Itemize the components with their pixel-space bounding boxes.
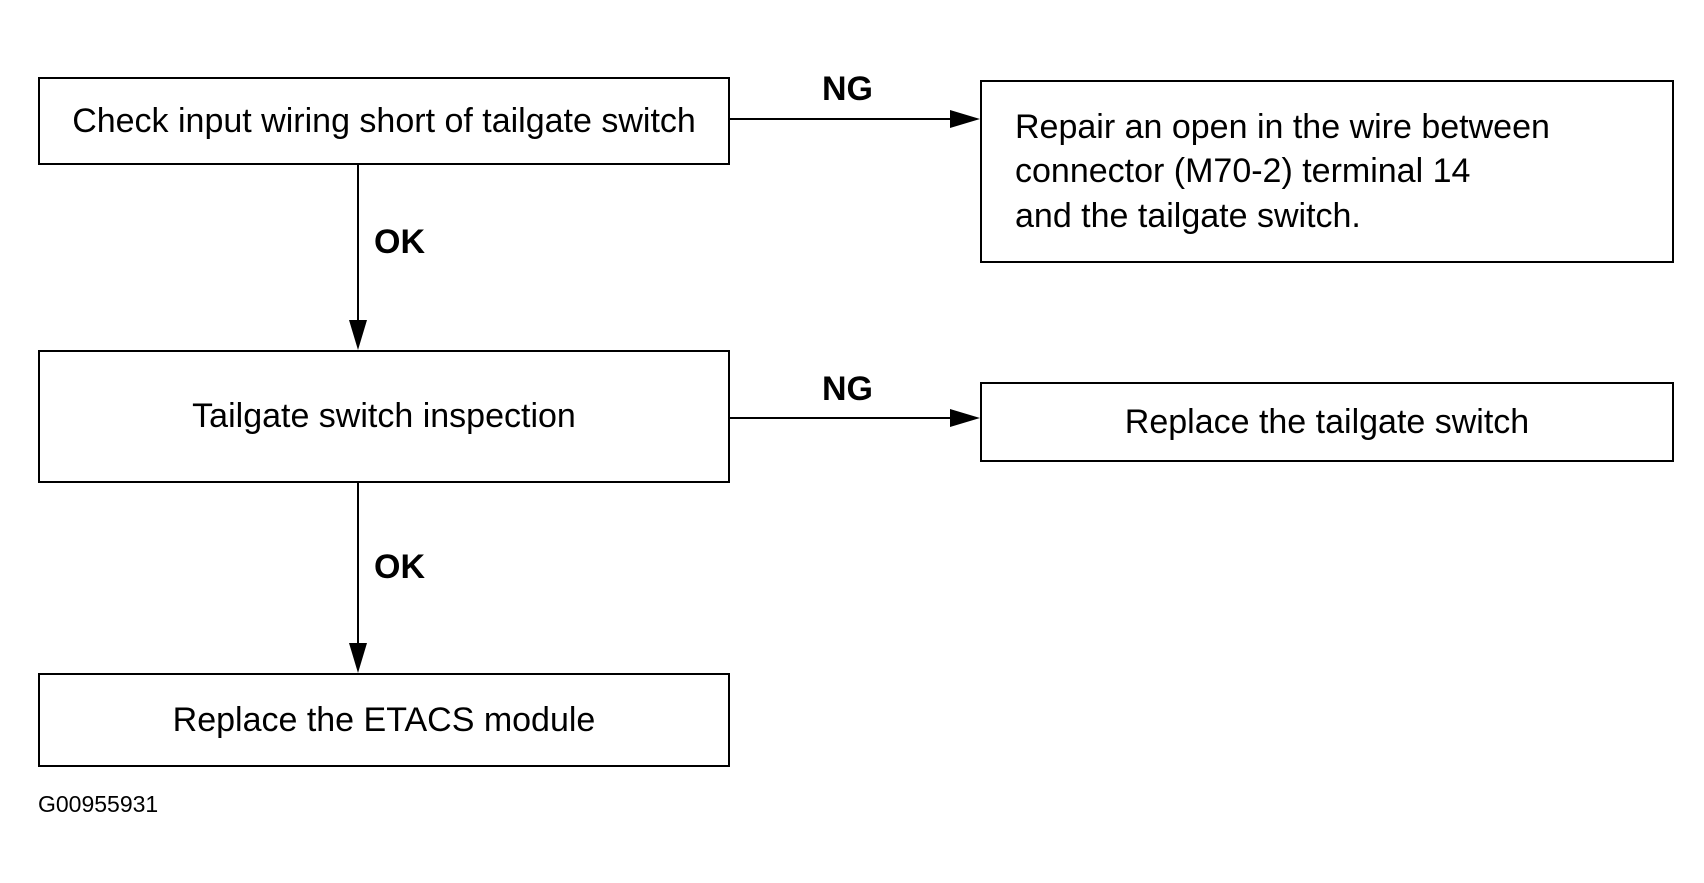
figure-id: G00955931 <box>38 791 159 817</box>
check-wiring-box: Check input wiring short of tailgate swi… <box>38 77 730 165</box>
ng-label-1: NG <box>822 70 873 108</box>
repair-open-box: Repair an open in the wire between conne… <box>980 80 1674 263</box>
replace-etacs-text: Replace the ETACS module <box>172 700 596 739</box>
check-wiring-text: Check input wiring short of tailgate swi… <box>72 101 696 140</box>
ok-label-1: OK <box>374 223 425 261</box>
ng-label-2: NG <box>822 370 873 408</box>
arrow-ok-2 <box>349 482 367 673</box>
ok-label-2: OK <box>374 548 425 586</box>
switch-inspection-box: Tailgate switch inspection <box>38 350 730 483</box>
replace-etacs-box: Replace the ETACS module <box>38 673 730 767</box>
replace-switch-box: Replace the tailgate switch <box>980 382 1674 462</box>
switch-inspection-text: Tailgate switch inspection <box>192 397 576 436</box>
arrow-ng-1 <box>728 110 980 128</box>
repair-open-text: Repair an open in the wire between conne… <box>1015 108 1550 235</box>
replace-switch-text: Replace the tailgate switch <box>1124 402 1530 441</box>
arrow-ng-2 <box>728 409 980 427</box>
arrow-ok-1 <box>349 164 367 350</box>
